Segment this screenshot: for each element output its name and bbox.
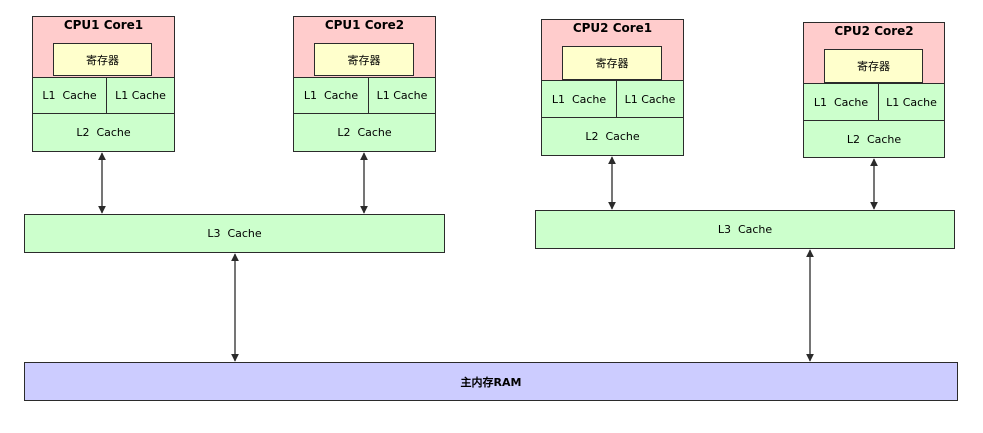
cpu1-core1-l2-cache: L2 Cache	[32, 113, 175, 152]
cpu2-core1-l2-cache: L2 Cache	[541, 117, 684, 156]
cpu2-core2-l1-cache-a: L1 Cache	[803, 83, 879, 121]
cpu2-core1-title: CPU2 Core1	[572, 21, 653, 35]
cpu1-core2-l2-cache: L2 Cache	[293, 113, 436, 152]
cpu2-core2-l1-cache-b: L1 Cache	[878, 83, 945, 121]
cpu1-core2-register: 寄存器	[314, 43, 414, 76]
cpu2-core1-register: 寄存器	[562, 46, 662, 80]
cpu2-core2-l2-cache: L2 Cache	[803, 120, 945, 158]
cpu1-core1-register: 寄存器	[53, 43, 152, 76]
cpu1-core2-title: CPU1 Core2	[324, 18, 405, 32]
cpu1-core1-l1-cache-a: L1 Cache	[32, 77, 107, 114]
main-memory-ram: 主内存RAM	[24, 362, 958, 401]
cpu1-core1-l1-cache-b: L1 Cache	[106, 77, 175, 114]
cpu1-core1-title: CPU1 Core1	[63, 18, 144, 32]
cpu2-l3-cache: L3 Cache	[535, 210, 955, 249]
cpu1-core2-l1-cache-b: L1 Cache	[368, 77, 436, 114]
cpu1-l3-cache: L3 Cache	[24, 214, 445, 253]
cpu2-core1-l1-cache-a: L1 Cache	[541, 80, 617, 118]
cpu2-core2-register: 寄存器	[824, 49, 923, 83]
cpu2-core2-title: CPU2 Core2	[834, 24, 914, 38]
